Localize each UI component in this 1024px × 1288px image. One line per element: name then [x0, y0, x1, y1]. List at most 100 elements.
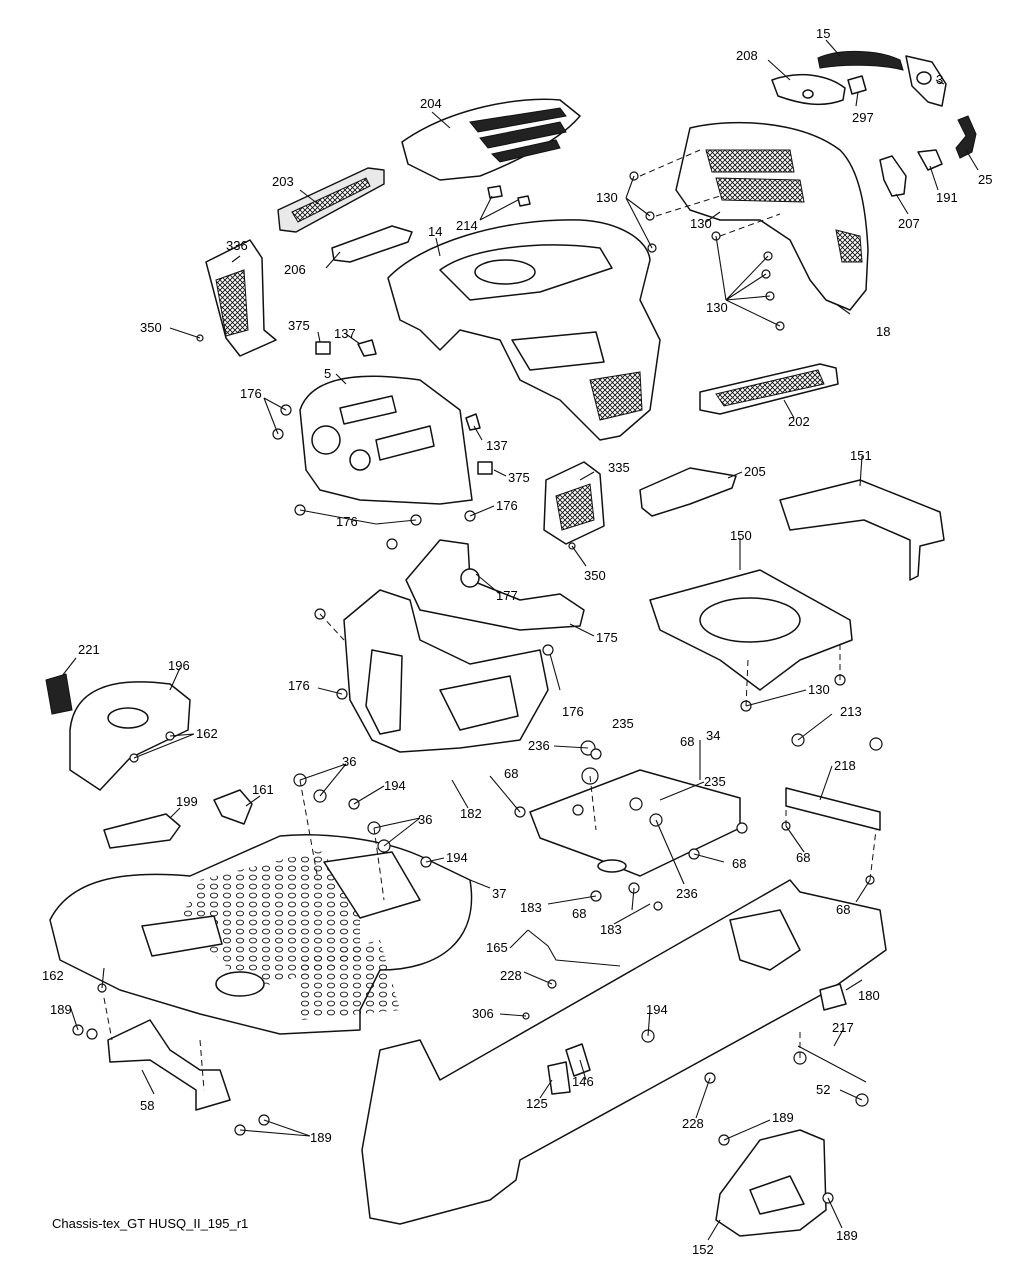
callout-label: 130 — [808, 682, 830, 697]
callout-label: 125 — [526, 1096, 548, 1111]
callout-label: 68 — [572, 906, 586, 921]
callout-label: 68 — [732, 856, 746, 871]
callout-label: 350 — [584, 568, 606, 583]
callout-label: 207 — [898, 216, 920, 231]
callout-label: 36 — [418, 812, 432, 827]
callout-label: 68 — [796, 850, 810, 865]
callout-label: 375 — [288, 318, 310, 333]
part-25-corner-cap — [955, 115, 977, 159]
part-375-pad-right — [477, 461, 493, 475]
part-205-trim-panel — [639, 467, 737, 517]
callout-label: 203 — [272, 174, 294, 189]
callout-label: 68 — [836, 902, 850, 917]
callout-label: 194 — [384, 778, 406, 793]
part-3-headlight-bracket — [905, 55, 947, 107]
part-204-hood-insert — [401, 98, 581, 181]
callout-label: 218 — [834, 758, 856, 773]
part-191-lamp-socket — [917, 149, 943, 171]
part-199-cover — [103, 813, 181, 849]
callout-label: 194 — [646, 1002, 668, 1017]
part-137-bracket-clip — [357, 339, 377, 357]
part-18-front-nose — [675, 121, 869, 311]
callout-label: 202 — [788, 414, 810, 429]
part-336-side-vent — [205, 239, 277, 357]
callout-label: 336 — [226, 238, 248, 253]
callout-label: 335 — [608, 460, 630, 475]
callout-label: 3 — [936, 72, 943, 87]
callout-label: 350 — [140, 320, 162, 335]
callout-label: 213 — [840, 704, 862, 719]
callout-label: 161 — [252, 782, 274, 797]
part-146-lever — [565, 1043, 591, 1077]
callout-label: 176 — [288, 678, 310, 693]
callout-label: 199 — [176, 794, 198, 809]
part-202-grille — [699, 363, 839, 415]
callout-label: 183 — [600, 922, 622, 937]
callout-label: 183 — [520, 900, 542, 915]
part-297-clip — [847, 75, 867, 95]
callout-label: 194 — [446, 850, 468, 865]
callout-label: 165 — [486, 940, 508, 955]
part-217-rod — [797, 1045, 867, 1083]
callout-label: 176 — [240, 386, 262, 401]
callout-label: 189 — [50, 1002, 72, 1017]
part-150-floor-pan — [649, 569, 853, 691]
part-5-dash-panel — [299, 375, 473, 505]
callout-label: 68 — [504, 766, 518, 781]
callout-label: 180 — [858, 988, 880, 1003]
callout-label: 221 — [78, 642, 100, 657]
callout-labels: 15 208 3 297 25 204 191 207 130 130 203 … — [42, 26, 992, 1257]
assembly-lines — [103, 149, 877, 1091]
callout-label: 58 — [140, 1098, 154, 1113]
callout-label: 137 — [486, 438, 508, 453]
callout-label: 15 — [816, 26, 830, 41]
callout-label: 146 — [572, 1074, 594, 1089]
callout-label: 297 — [852, 110, 874, 125]
callout-label: 137 — [334, 326, 356, 341]
callout-label: 306 — [472, 1006, 494, 1021]
part-221-label — [45, 673, 73, 715]
callout-label: 217 — [832, 1020, 854, 1035]
callout-label: 37 — [492, 886, 506, 901]
callout-label: 176 — [496, 498, 518, 513]
callout-label: 206 — [284, 262, 306, 277]
callout-label: 204 — [420, 96, 442, 111]
part-125-latch — [547, 1061, 571, 1095]
callout-label: 36 — [342, 754, 356, 769]
callout-label: 162 — [196, 726, 218, 741]
callout-label: 176 — [336, 514, 358, 529]
part-206-side-panel — [331, 225, 413, 263]
callout-label: 236 — [676, 886, 698, 901]
part-58-bracket — [107, 1019, 231, 1111]
callout-label: 130 — [706, 300, 728, 315]
part-207-switch — [879, 155, 907, 197]
callout-label: 150 — [730, 528, 752, 543]
callout-label: 236 — [528, 738, 550, 753]
part-14-hood — [387, 219, 661, 441]
callout-label: 5 — [324, 366, 331, 381]
part-214-clips — [487, 185, 531, 207]
part-182-dash-console — [343, 589, 549, 753]
callout-label: 196 — [168, 658, 190, 673]
callout-label: 228 — [500, 968, 522, 983]
part-152-footrest — [715, 1129, 827, 1237]
part-196-rear-cover — [69, 681, 191, 791]
part-375-foam-pad — [315, 341, 331, 355]
callout-label: 52 — [816, 1082, 830, 1097]
callout-label: 191 — [936, 190, 958, 205]
callout-label: 175 — [596, 630, 618, 645]
callout-label: 205 — [744, 464, 766, 479]
callout-label: 162 — [42, 968, 64, 983]
part-218-bracket — [785, 787, 881, 831]
part-34-mounting-plate — [529, 769, 741, 877]
part-161-cover — [213, 789, 253, 825]
part-335-side-vent-right — [543, 461, 605, 545]
callout-label: 228 — [682, 1116, 704, 1131]
part-203-side-grille — [277, 167, 385, 233]
callout-label: 176 — [562, 704, 584, 719]
part-165-rod — [527, 929, 621, 967]
part-175-steering-bracket — [405, 539, 585, 631]
callout-label: 14 — [428, 224, 442, 239]
part-37-fender-deck — [49, 834, 473, 1035]
